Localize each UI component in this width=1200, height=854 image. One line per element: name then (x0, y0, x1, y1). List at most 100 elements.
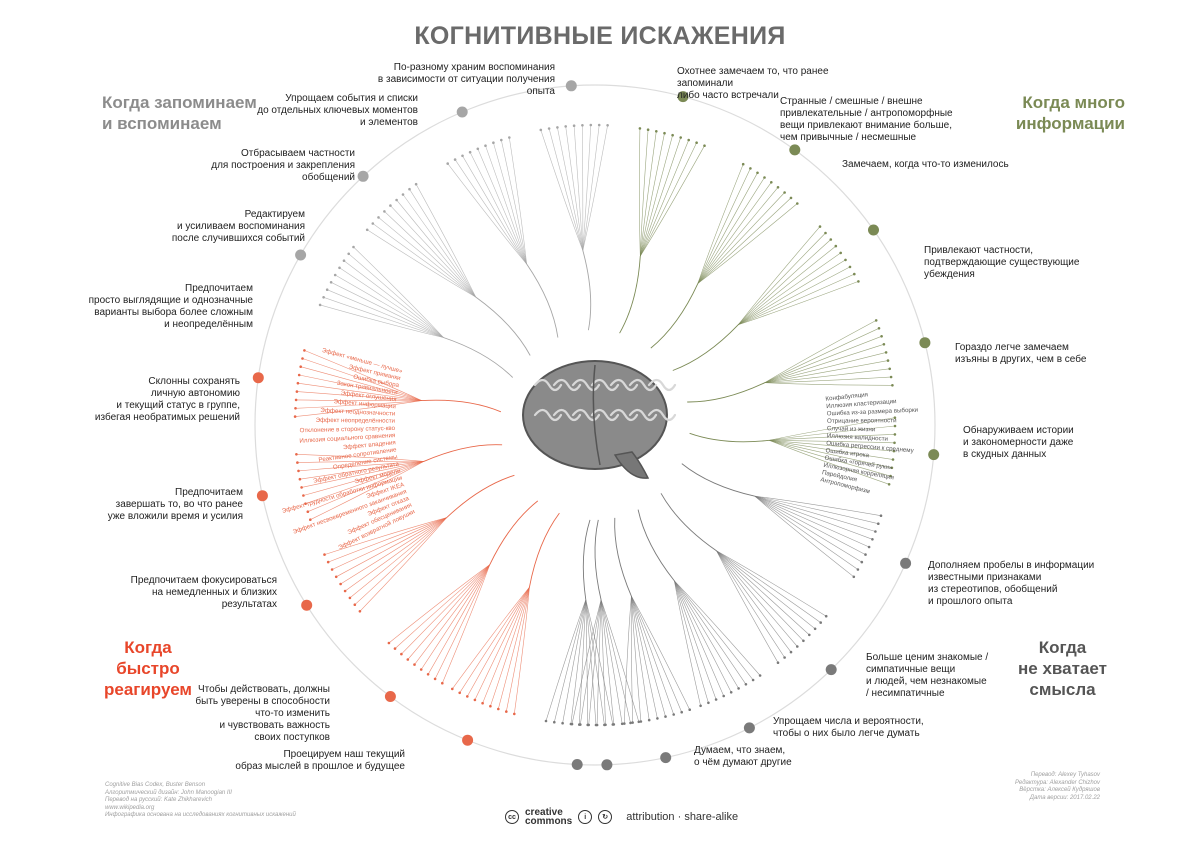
category-dot[interactable] (900, 558, 911, 569)
bias-node (359, 610, 362, 613)
trunk-line (620, 256, 641, 333)
bias-line (448, 164, 527, 264)
category-dot[interactable] (566, 80, 577, 91)
bias-line (755, 496, 881, 516)
bias-line (755, 496, 869, 547)
category-dot[interactable] (462, 735, 473, 746)
bias-line (698, 193, 785, 284)
category-dot[interactable] (601, 759, 612, 770)
category-dot[interactable] (928, 449, 939, 460)
bias-node (853, 576, 856, 579)
bias-node (808, 634, 811, 637)
category-dot[interactable] (868, 225, 879, 236)
category-dot[interactable] (385, 691, 396, 702)
bias-node (388, 642, 391, 645)
bias-line (755, 496, 854, 577)
bias-node (893, 442, 896, 445)
bias-line (554, 600, 586, 722)
category-dot[interactable] (572, 759, 583, 770)
bias-line (410, 189, 476, 297)
bias-node (296, 461, 299, 464)
bias-line (498, 587, 529, 709)
bias-node (596, 724, 599, 727)
category-dot[interactable] (660, 752, 671, 763)
bias-line (566, 126, 583, 250)
category-label: Замечаем, когда что-то изменилось (842, 159, 1032, 171)
category-dot[interactable] (295, 250, 306, 261)
bias-node (474, 699, 477, 702)
bias-node (497, 708, 500, 711)
bias-node (737, 687, 740, 690)
category-branch (295, 246, 513, 378)
bias-node (372, 222, 375, 225)
bias-line (717, 551, 821, 623)
bias-node (540, 129, 543, 132)
bias-node (819, 225, 822, 228)
bias-node (394, 647, 397, 650)
bias-node (415, 183, 418, 186)
category-dot[interactable] (744, 722, 755, 733)
bias-node (880, 514, 883, 517)
category-dot[interactable] (358, 171, 369, 182)
bias-line (490, 587, 529, 706)
bias-node (638, 721, 641, 724)
category-dot[interactable] (789, 144, 800, 155)
bias-line (717, 551, 827, 616)
trunk-line (476, 297, 531, 356)
category-dot[interactable] (457, 107, 468, 118)
bias-line (435, 565, 490, 679)
bias-node (590, 124, 593, 127)
bias-line (509, 138, 526, 264)
bias-line (698, 198, 791, 284)
bias-node (878, 327, 881, 330)
bias-node (454, 158, 457, 161)
bias-line (572, 600, 601, 724)
bias-node (294, 407, 297, 410)
bias-line (717, 551, 798, 647)
bias-line (755, 496, 866, 554)
bias-line (354, 247, 444, 338)
bias-node (745, 683, 748, 686)
bias-line (421, 565, 490, 670)
bias-node (894, 433, 897, 436)
bias-node (790, 651, 793, 654)
category-dot[interactable] (257, 490, 268, 501)
bias-node (298, 374, 301, 377)
bias-node (715, 698, 718, 701)
bias-node (752, 679, 755, 682)
share-alike-icon: ↻ (598, 810, 612, 824)
bias-node (469, 151, 472, 154)
category-label: Привлекают частности,подтверждающие суще… (924, 245, 1114, 281)
bias-node (354, 603, 357, 606)
bias-line (698, 187, 778, 283)
bias-node (722, 695, 725, 698)
bias-line (738, 246, 835, 325)
category-dot[interactable] (826, 664, 837, 675)
quadrant-info-title: Когда много информации (960, 92, 1125, 134)
bias-node (338, 267, 341, 270)
bias-node (451, 688, 454, 691)
category-label: Думаем, что знаем,о чём думают другие (694, 745, 884, 769)
attribution-icon: i (578, 810, 592, 824)
bias-line (640, 135, 672, 256)
bias-node (300, 486, 303, 489)
bias-line (583, 125, 599, 250)
bias-line (698, 182, 771, 283)
bias-node (545, 720, 548, 723)
creative-commons-license[interactable]: cc creative commons i ↻ attribution · sh… (505, 806, 738, 828)
bias-node (446, 162, 449, 165)
bias-node (352, 246, 355, 249)
bias-line (541, 130, 583, 251)
bias-line (601, 600, 639, 722)
bias-node (770, 181, 773, 184)
bias-node (887, 359, 890, 362)
category-dot[interactable] (919, 337, 930, 348)
bias-line (765, 320, 876, 382)
category-dot[interactable] (253, 372, 264, 383)
bias-line (379, 217, 476, 297)
category-dot[interactable] (301, 600, 312, 611)
bias-node (335, 576, 338, 579)
bias-node (302, 494, 305, 497)
bias-node (621, 723, 624, 726)
